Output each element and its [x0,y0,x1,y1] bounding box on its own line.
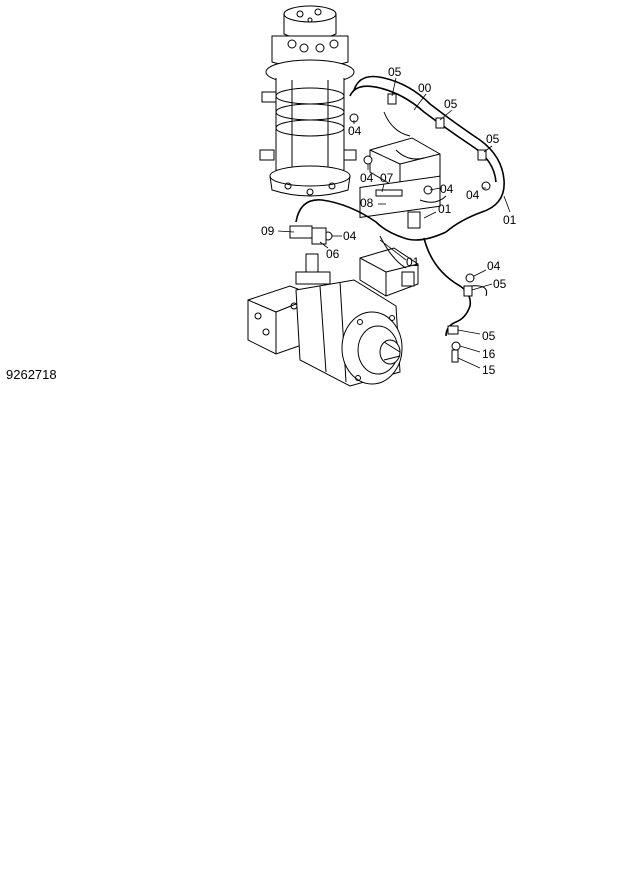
callout-07: 07 [380,171,394,185]
callout-05: 05 [388,65,402,79]
callout-01: 01 [503,213,517,227]
callout-16: 16 [482,347,496,361]
callout-01: 01 [438,202,452,216]
callout-05: 05 [486,132,500,146]
drawing-number: 9262718 [6,367,57,382]
travel-motor-drawing [247,253,403,387]
callout-00: 00 [418,81,432,95]
callout-04: 04 [343,229,357,243]
control-valve-drawing [359,247,419,297]
callout-04: 04 [360,171,374,185]
callout-06: 06 [326,247,340,261]
callout-labels: 00 05 05 05 04 04 04 04 07 08 01 01 01 0… [261,65,517,377]
wire-harness-drawing [289,75,505,363]
leader-lines [277,77,511,369]
callout-08: 08 [360,196,374,210]
swivel-joint-drawing [259,5,357,197]
callout-05: 05 [482,329,496,343]
callout-05: 05 [444,97,458,111]
callout-01: 01 [406,255,420,269]
callout-04: 04 [348,124,362,138]
callout-05: 05 [493,277,507,291]
callout-09: 09 [261,224,275,238]
callout-04: 04 [466,188,480,202]
bracket-block-drawing [359,137,441,218]
callout-15: 15 [482,363,496,377]
callout-04: 04 [487,259,501,273]
callout-04: 04 [440,182,454,196]
